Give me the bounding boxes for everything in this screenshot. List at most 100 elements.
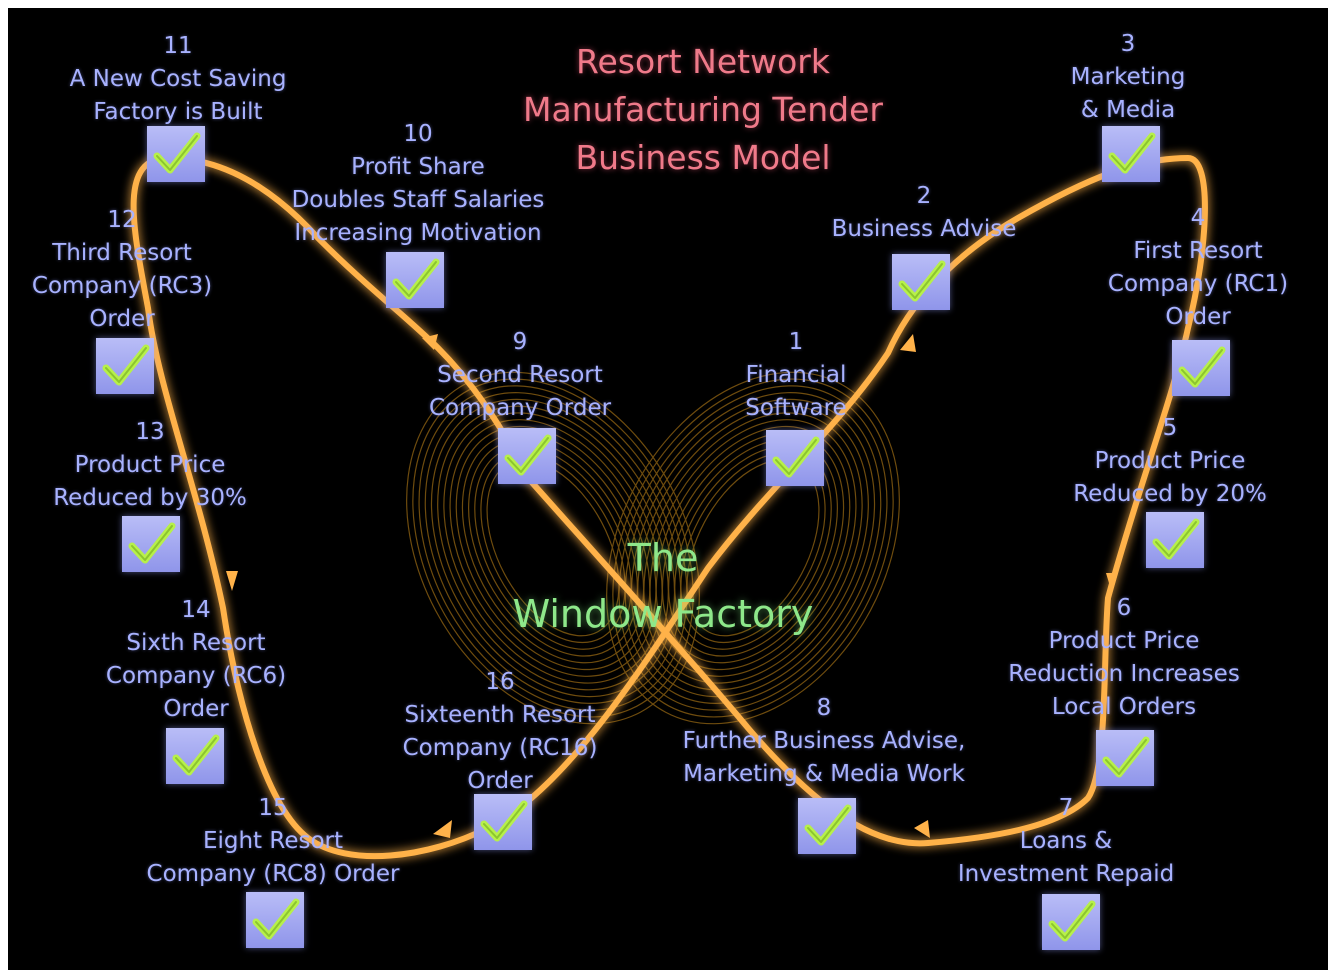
strange-attractor-swirl (406, 371, 900, 725)
swirl-orbit (630, 398, 876, 698)
checkbox-check-icon (1042, 894, 1100, 950)
check-mark-icon (392, 258, 440, 300)
swirl-orbit (418, 385, 688, 711)
step-text-line: A New Cost Saving (69, 66, 287, 92)
swirl-orbit (624, 392, 882, 704)
step-number: 12 (107, 207, 137, 233)
checkbox-check-icon (1096, 730, 1154, 786)
centre-line: Window Factory (512, 592, 814, 636)
arrow-icon (1106, 573, 1118, 593)
swirl-orbit (649, 419, 857, 677)
step-number: 8 (816, 695, 832, 721)
swirl-orbit (412, 378, 694, 718)
step-text-line: Order (467, 768, 533, 794)
step-text-line: Increasing Motivation (294, 220, 542, 246)
checkbox-check-icon (798, 798, 856, 854)
step-text-line: Order (163, 696, 229, 722)
step-text-line: Company (RC6) (105, 663, 287, 689)
step-text-line: Second Resort (437, 362, 603, 388)
arrow-icon (422, 334, 438, 350)
step-text-line: Sixth Resort (126, 630, 266, 656)
arrow-icon (900, 334, 916, 352)
check-mark-icon (898, 260, 946, 302)
step-number: 6 (1116, 595, 1132, 621)
step-text-line: Product Price (1094, 448, 1246, 474)
step-number: 5 (1162, 415, 1178, 441)
step-text-line: Marketing & Media Work (683, 761, 965, 787)
flow-loop-path (130, 155, 1208, 860)
swirl-orbit (612, 378, 894, 718)
step-text-line: Company (RC3) (31, 273, 213, 299)
checkbox-check-icon (386, 252, 444, 308)
checkbox-check-icon (96, 338, 154, 394)
step-number: 9 (512, 329, 528, 355)
step-text-line: Reduction Increases (1008, 661, 1240, 687)
check-mark-icon (252, 898, 300, 940)
swirl-orbit (455, 425, 651, 671)
step-number: 1 (788, 329, 804, 355)
step-number: 3 (1120, 31, 1136, 57)
check-mark-icon (804, 804, 852, 846)
centre-label: The Window Factory (463, 530, 863, 642)
check-mark-icon (153, 132, 201, 174)
checkbox-check-icon (1172, 340, 1230, 396)
diagram-title: Resort Network Manufacturing Tender Busi… (448, 38, 958, 182)
step-text-line: Product Price (74, 452, 226, 478)
step-text-line: Financial (745, 362, 847, 388)
title-line: Resort Network (576, 42, 830, 81)
swirl-orbit (443, 412, 663, 684)
step-text-line: Reduced by 20% (1073, 481, 1267, 507)
step-number: 4 (1190, 205, 1206, 231)
check-mark-icon (504, 434, 552, 476)
swirl-orbit (606, 371, 900, 725)
checkbox-check-icon (474, 794, 532, 850)
step-text-line: Company (RC1) (1107, 271, 1289, 297)
diagram-canvas: Resort Network Manufacturing Tender Busi… (8, 8, 1328, 970)
step-text-line: Doubles Staff Salaries (291, 187, 545, 213)
check-mark-icon (128, 522, 176, 564)
checkbox-check-icon (1102, 126, 1160, 182)
swirl-orbit (637, 405, 869, 691)
checkbox-check-icon (246, 892, 304, 948)
step-number: 13 (135, 419, 165, 445)
checkbox-check-icon (498, 428, 556, 484)
check-mark-icon (102, 344, 150, 386)
arrow-icon (914, 820, 930, 838)
step-text-line: Company (RC16) (402, 735, 598, 761)
step-text-line: Company Order (428, 395, 612, 421)
step-number: 2 (916, 183, 932, 209)
step-number: 7 (1058, 795, 1074, 821)
step-text-line: Marketing (1070, 64, 1186, 90)
step-number: 11 (163, 33, 193, 59)
step-text-line: Investment Repaid (957, 861, 1175, 887)
checkbox-check-icon (892, 254, 950, 310)
check-mark-icon (172, 734, 220, 776)
step-text-line: Company (RC8) Order (146, 861, 400, 887)
check-mark-icon (1102, 736, 1150, 778)
step-number: 10 (403, 121, 433, 147)
swirl-orbit (449, 419, 657, 677)
step-text-line: Sixteenth Resort (404, 702, 596, 728)
step-text-line: Product Price (1048, 628, 1200, 654)
check-mark-icon (1152, 518, 1200, 560)
swirl-orbit (437, 405, 669, 691)
step-number: 14 (181, 597, 211, 623)
swirl-orbit (618, 385, 888, 711)
checkbox-check-icon (122, 516, 180, 572)
step-text-line: Order (89, 306, 155, 332)
swirl-orbit (461, 432, 645, 664)
step-text-line: Further Business Advise, (682, 728, 966, 754)
step-number: 16 (485, 669, 515, 695)
step-text-line: Eight Resort (202, 828, 344, 854)
checkbox-check-icon (1146, 512, 1204, 568)
